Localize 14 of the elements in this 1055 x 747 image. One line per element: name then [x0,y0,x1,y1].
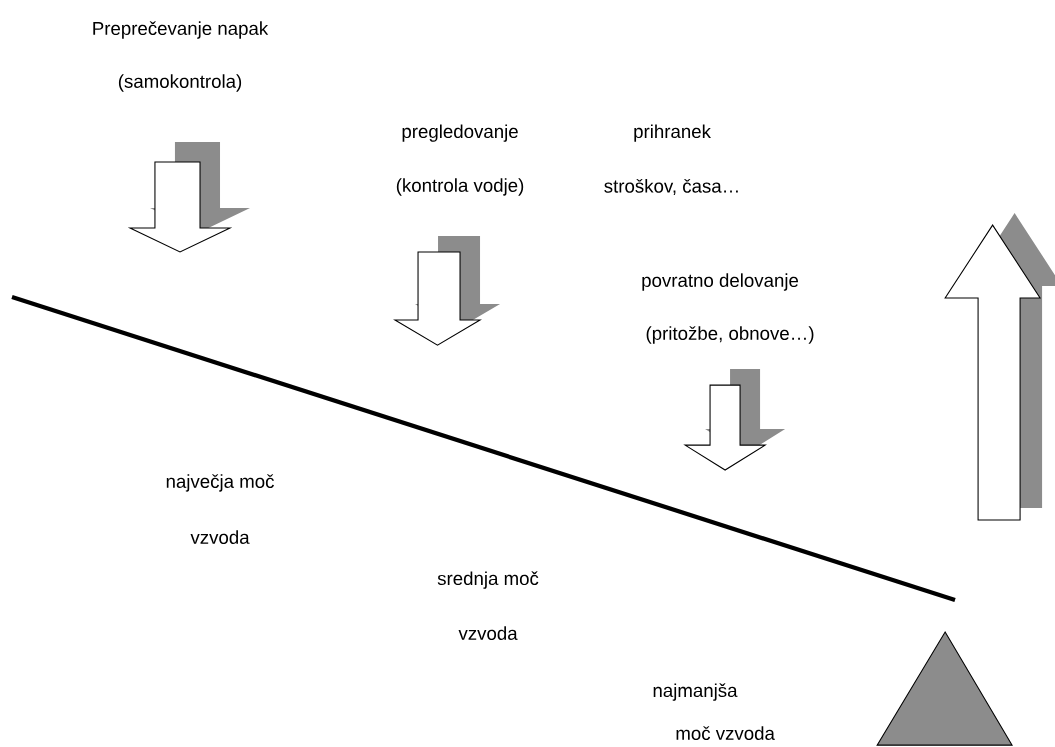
text-label: (samokontrola) [118,74,242,92]
text-label: Preprečevanje napak [93,21,269,39]
text-label: najmanjša [653,683,738,701]
text-label: pregledovanje [402,124,518,142]
text-label: prihranek [634,124,711,142]
text-label: povratno delovanje [642,273,799,291]
text-label: največja moč [166,474,274,492]
text-label: vzvoda [190,530,250,544]
text-label: srednja moč [437,571,539,589]
text-label: moč vzvoda [676,726,775,740]
text-label: (pritožbe, obnove…) [646,326,814,344]
text-label: (kontrola vodje) [396,178,524,196]
text-label: vzvoda [458,626,518,640]
text-label: stroškov, časa… [604,178,738,195]
